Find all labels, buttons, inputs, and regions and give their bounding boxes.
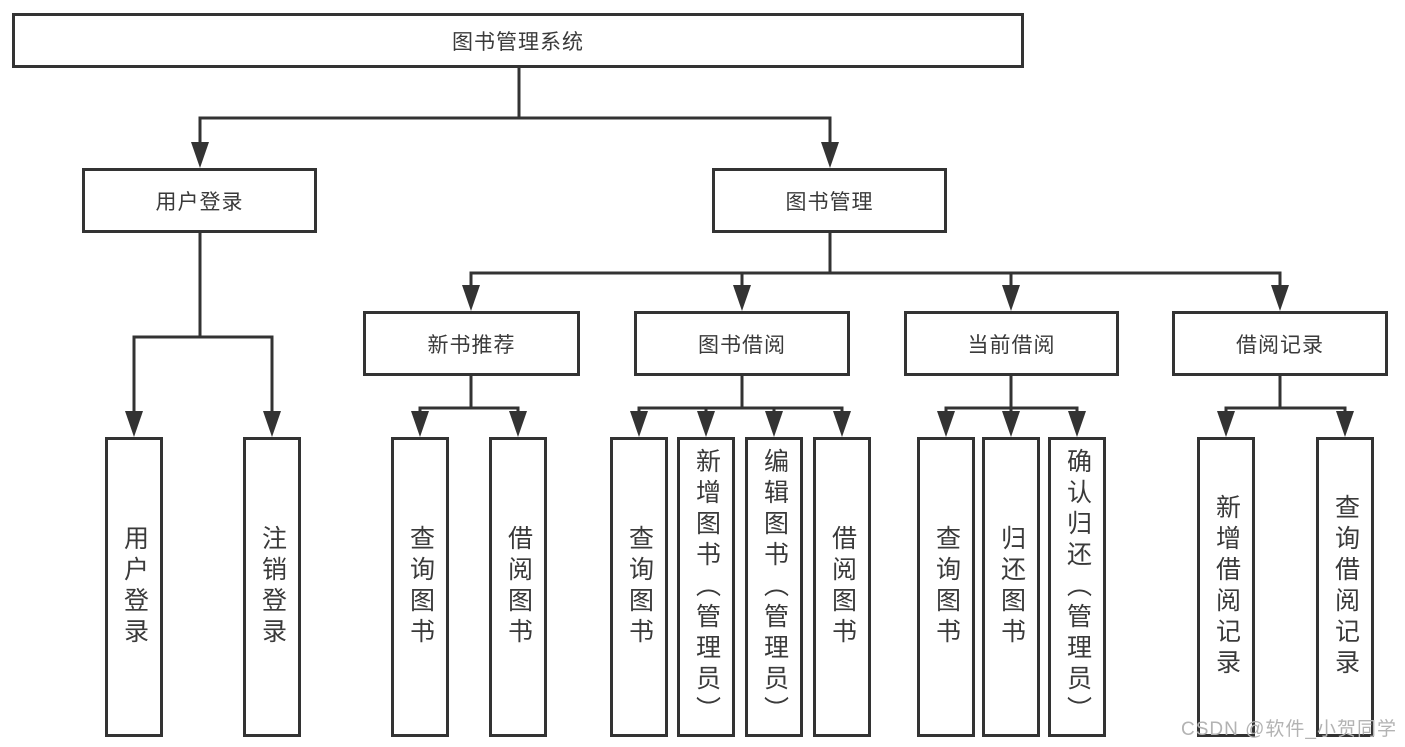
- node-label: 查询图书: [406, 525, 435, 649]
- leaf-return-book: 归还图书: [982, 437, 1040, 737]
- csdn-watermark: CSDN @软件_小贺同学: [1181, 719, 1397, 740]
- leaf-borrow-book: 借阅图书: [813, 437, 871, 737]
- arrowhead-icons: [125, 142, 1354, 437]
- leaf-query-book-recommend: 查询图书: [391, 437, 449, 737]
- node-label: 图书借阅: [698, 333, 786, 357]
- leaf-edit-book-admin: 编辑图书（管理员）: [745, 437, 803, 737]
- leaf-borrow-book-recommend: 借阅图书: [489, 437, 547, 737]
- node-label: 注销登录: [258, 525, 287, 649]
- node-label: 确认归还（管理员）: [1063, 447, 1092, 727]
- node-label: 用户登录: [120, 525, 149, 649]
- node-new-book-recommend: 新书推荐: [363, 311, 580, 376]
- node-label: 借阅记录: [1236, 333, 1324, 357]
- leaf-query-book-borrow: 查询图书: [610, 437, 668, 737]
- node-root-system: 图书管理系统: [12, 13, 1024, 68]
- leaf-user-login: 用户登录: [105, 437, 163, 737]
- node-label: 归还图书: [997, 525, 1026, 649]
- node-label: 当前借阅: [967, 333, 1056, 357]
- node-book-borrow: 图书借阅: [634, 311, 850, 376]
- leaf-query-borrow-record: 查询借阅记录: [1316, 437, 1374, 737]
- node-label: 借阅图书: [828, 525, 857, 649]
- node-label: 新书推荐: [427, 333, 516, 357]
- node-label: 图书管理: [785, 190, 874, 214]
- node-label: 查询借阅记录: [1331, 494, 1360, 680]
- leaf-query-book-current: 查询图书: [917, 437, 975, 737]
- node-label: 借阅图书: [504, 525, 533, 649]
- node-user-login: 用户登录: [82, 168, 317, 233]
- node-current-borrow: 当前借阅: [904, 311, 1119, 376]
- leaf-add-borrow-record: 新增借阅记录: [1197, 437, 1255, 737]
- node-label: 查询图书: [625, 525, 654, 649]
- leaf-confirm-return-admin: 确认归还（管理员）: [1048, 437, 1106, 737]
- node-label: 新增图书（管理员）: [692, 447, 721, 727]
- node-label: 图书管理系统: [452, 30, 584, 54]
- node-label: 新增借阅记录: [1212, 494, 1241, 680]
- node-label: 查询图书: [932, 525, 961, 649]
- leaf-add-book-admin: 新增图书（管理员）: [677, 437, 735, 737]
- node-borrow-record: 借阅记录: [1172, 311, 1388, 376]
- node-label: 编辑图书（管理员）: [760, 447, 789, 727]
- node-book-management: 图书管理: [712, 168, 947, 233]
- node-label: 用户登录: [155, 190, 244, 214]
- leaf-logout: 注销登录: [243, 437, 301, 737]
